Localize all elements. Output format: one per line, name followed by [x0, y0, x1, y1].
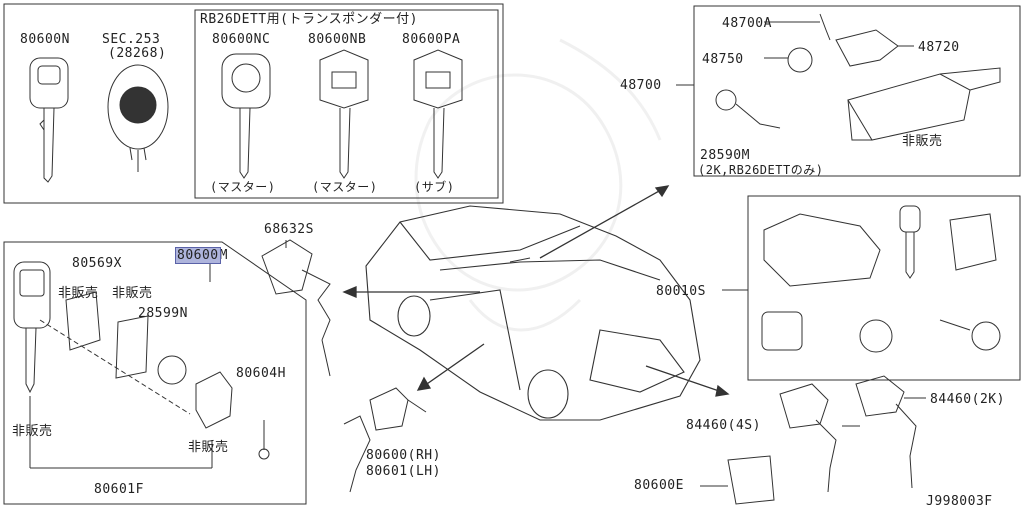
door-lock-group-box — [3, 241, 307, 505]
note-not-sold-80569x-a: 非販売 — [58, 286, 99, 301]
key-set-parts-drawing — [761, 205, 1001, 353]
diagram-id: J998003F — [926, 494, 993, 509]
door-lock-parts-drawing — [13, 261, 270, 469]
note-not-sold-48700: 非販売 — [902, 134, 943, 149]
transponder-box-title: RB26DETT用(トランスポンダー付) — [200, 12, 419, 27]
part-label-84460-4s: 84460(4S) — [686, 418, 761, 433]
note-not-sold-key: 非販売 — [12, 424, 53, 439]
part-label-28268: (28268) — [108, 46, 167, 61]
watermark-emblem — [414, 38, 662, 332]
key-fob-28268-drawing — [107, 64, 169, 172]
note-not-sold-80569x-b: 非販売 — [112, 286, 153, 301]
note-not-sold-cover: 非販売 — [188, 440, 229, 455]
transponder-keys-box — [194, 9, 499, 199]
key-80600nc-drawing — [221, 53, 271, 179]
note-sub: (サブ) — [414, 180, 455, 194]
part-label-80600nc: 80600NC — [212, 32, 271, 47]
part-label-80604h: 80604H — [236, 366, 286, 381]
part-label-80601lh: 80601(LH) — [366, 464, 441, 479]
part-label-68632s: 68632S — [264, 222, 314, 237]
car-rear-view-drawing — [365, 205, 701, 421]
part-label-80601f: 80601F — [94, 482, 144, 497]
part-label-80569x: 80569X — [72, 256, 122, 271]
callout-arrows — [342, 185, 730, 397]
part-label-48750: 48750 — [702, 52, 744, 67]
part-label-80600m: 80600M — [175, 247, 228, 264]
door-lock-cylinder-drawing — [343, 387, 427, 493]
key-80600n-drawing — [29, 57, 69, 183]
part-label-28599n: 28599N — [138, 306, 188, 321]
part-label-48700: 48700 — [620, 78, 662, 93]
note-2k-rb26: (2K,RB26DETTのみ) — [698, 163, 824, 177]
highlighted-part-80600[interactable]: 80600 — [175, 247, 221, 264]
part-label-80010s: 80010S — [656, 284, 706, 299]
part-label-28590m: 28590M — [700, 148, 750, 163]
part-label-80600e: 80600E — [634, 478, 684, 493]
ignition-switch-drawing — [715, 13, 1001, 141]
part-label-80600rh: 80600(RH) — [366, 448, 441, 463]
part-label-80600n: 80600N — [20, 32, 70, 47]
part-label-80600pa: 80600PA — [402, 32, 461, 47]
trunk-lock-cylinders-drawing — [727, 375, 917, 505]
note-master-1: (マスター) — [210, 180, 276, 194]
ignition-group-box — [693, 5, 1021, 177]
key-80600pa-drawing — [413, 49, 463, 179]
key-group-box — [3, 3, 504, 204]
note-master-2: (マスター) — [312, 180, 378, 194]
key-set-box — [747, 195, 1021, 381]
part-label-48720: 48720 — [918, 40, 960, 55]
part-label-84460-2k: 84460(2K) — [930, 392, 1005, 407]
part-label-sec253: SEC.253 — [102, 32, 161, 47]
part-label-80600nb: 80600NB — [308, 32, 367, 47]
part-label-48700a: 48700A — [722, 16, 772, 31]
key-barrel-68632s-drawing — [261, 239, 331, 377]
key-80600nb-drawing — [319, 49, 369, 179]
